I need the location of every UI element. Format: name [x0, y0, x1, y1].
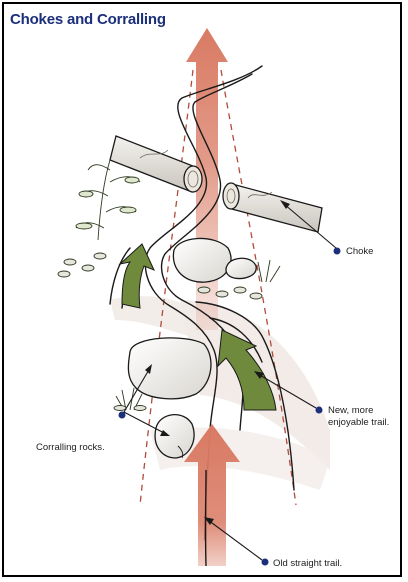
new-trail-dot [316, 407, 323, 414]
choke-boulder [173, 238, 231, 282]
corralling-rock-large [128, 338, 211, 399]
choke-dot [334, 248, 341, 255]
label-old-trail: Old straight trail. [273, 558, 342, 569]
corralling-dot [119, 412, 126, 419]
old-trail-dot [262, 559, 269, 566]
choke-boulder-small [226, 258, 256, 278]
label-choke: Choke [346, 246, 373, 257]
label-corralling-rocks: Corralling rocks. [36, 442, 105, 453]
label-new-trail-line2: enjoyable trail. [328, 417, 389, 428]
label-new-trail-line1: New, more [328, 405, 373, 416]
corralling-rock-small [155, 415, 194, 458]
